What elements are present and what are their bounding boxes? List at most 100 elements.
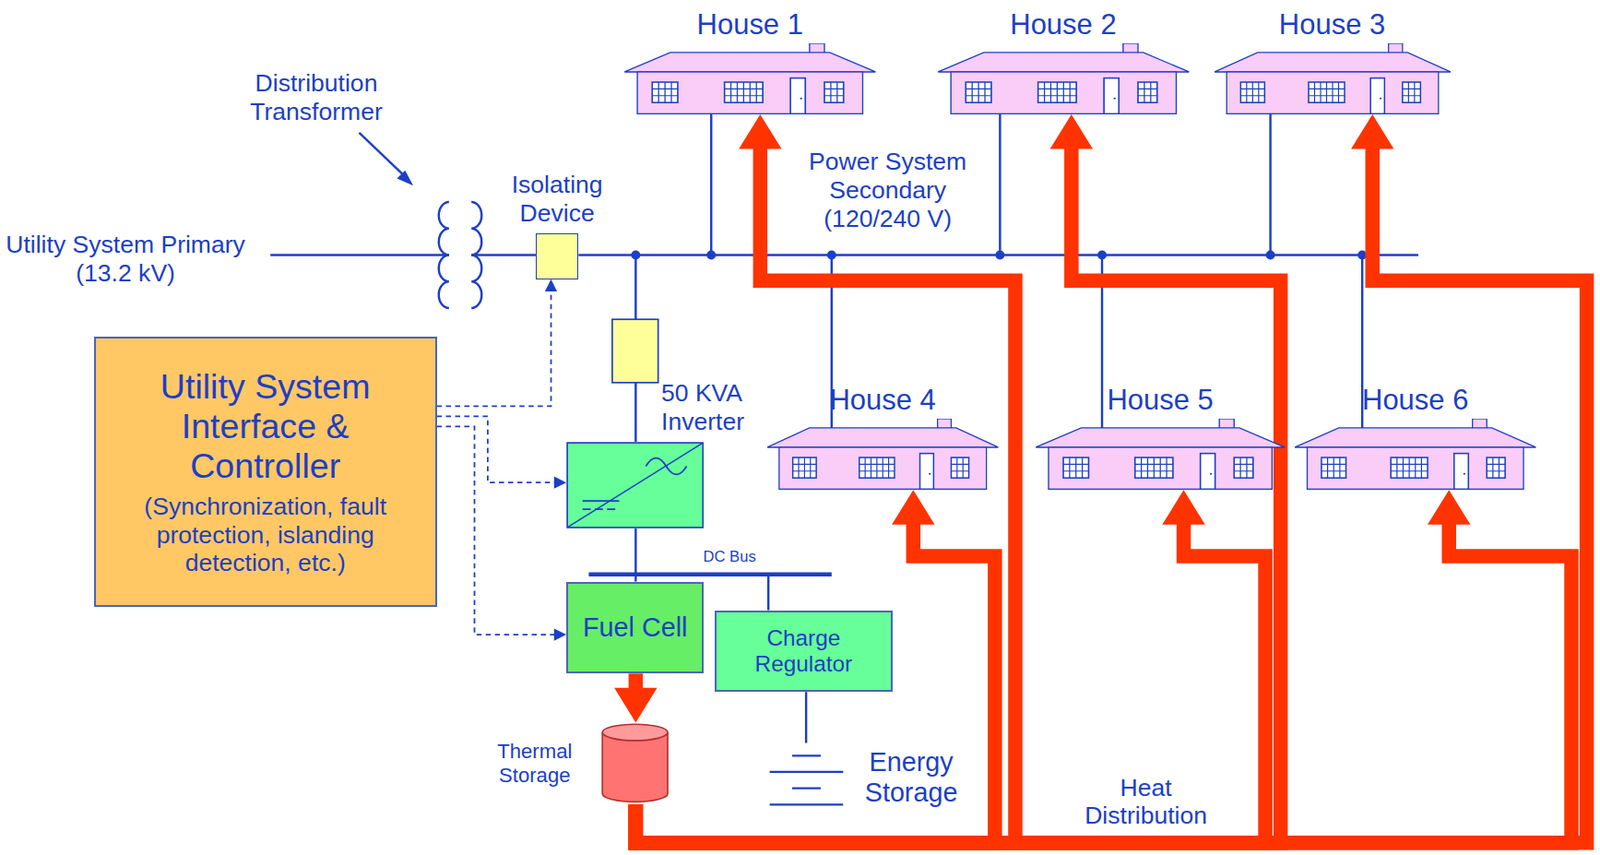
window-grid <box>1401 82 1421 103</box>
leader-arrowhead <box>396 170 414 187</box>
storage-label: Thermal Storage <box>477 739 593 787</box>
house-drawing <box>765 418 1000 490</box>
window <box>1233 457 1254 478</box>
charge-regulator-box: Charge Regulator <box>714 610 894 693</box>
connector-line <box>437 290 552 406</box>
window <box>1486 457 1506 478</box>
connector-line <box>635 523 995 843</box>
box-title: Utility System Interface & Controller <box>104 367 427 487</box>
house-drawing <box>1292 418 1539 490</box>
door <box>1454 452 1469 489</box>
box-title: Fuel Cell <box>576 612 695 643</box>
roof <box>937 52 1189 72</box>
window-grid <box>724 82 763 103</box>
inverter: 50 KVA Inverter <box>566 379 766 529</box>
connector-line <box>635 148 1280 843</box>
heat-arrowhead <box>1351 114 1394 150</box>
heat-pipe <box>635 489 1572 843</box>
window-grid <box>859 457 895 478</box>
window <box>859 457 895 478</box>
window <box>793 457 817 478</box>
heat-arrowhead <box>891 489 935 525</box>
battery-symbol <box>763 743 850 813</box>
primary-voltage-label: Utility System Primary (13.2 kV) <box>2 230 249 287</box>
secondary-voltage-label: Power System Secondary (120/240 V) <box>791 147 985 233</box>
house-label: House 6 <box>1287 383 1543 417</box>
window-grid <box>1137 82 1158 103</box>
window-grid <box>1240 82 1265 103</box>
window-grid <box>950 457 969 478</box>
window-grid <box>1321 457 1347 478</box>
connector-line <box>635 148 1587 843</box>
transformer-label: Distribution Transformer <box>219 69 414 126</box>
house: House 5 <box>1028 383 1292 490</box>
isolating-device: Isolating Device <box>497 170 617 280</box>
house-body <box>1048 447 1272 489</box>
window-grid <box>793 457 817 478</box>
house: House 3 <box>1207 8 1458 115</box>
breaker-box <box>612 319 659 383</box>
heat-label: Heat Distribution <box>1064 773 1228 830</box>
roof <box>1214 52 1451 72</box>
heat-arrowhead <box>1050 114 1093 150</box>
signal-arrowhead <box>554 476 567 489</box>
control-signal <box>437 426 568 640</box>
dc-symbol <box>582 500 620 510</box>
house-body <box>1226 71 1439 114</box>
window <box>1137 82 1158 103</box>
window <box>1401 82 1421 103</box>
connector-line <box>805 691 807 743</box>
wire <box>805 691 807 743</box>
signal-arrowhead <box>545 279 558 292</box>
thermal-storage: Thermal Storage <box>477 722 672 805</box>
window-grid <box>1233 457 1254 478</box>
house: House 1 <box>616 8 883 115</box>
energy-storage: Energy Storage <box>763 743 968 813</box>
storage-label: Energy Storage <box>854 746 968 808</box>
roof <box>1035 427 1285 448</box>
dc-bus <box>588 572 831 577</box>
signal-arrowhead <box>554 628 567 640</box>
window-grid <box>1135 457 1174 478</box>
house-body <box>950 71 1176 114</box>
inverter-symbol <box>566 441 704 529</box>
house-label: House 5 <box>1028 383 1292 417</box>
heat-arrowhead <box>1427 489 1470 525</box>
heat-arrowhead <box>1161 489 1205 525</box>
door-knob <box>799 96 802 99</box>
box-title: Charge Regulator <box>723 625 883 677</box>
door <box>1370 77 1385 114</box>
roof <box>624 52 876 72</box>
door-knob <box>1113 96 1115 99</box>
window <box>965 82 992 103</box>
house-label: House 1 <box>616 8 883 42</box>
window <box>1390 457 1428 478</box>
door <box>919 452 934 489</box>
connector-line <box>635 523 1572 843</box>
door-knob <box>1378 96 1381 99</box>
control-signal <box>437 279 558 407</box>
leader-line <box>358 132 408 180</box>
door-knob <box>1463 472 1466 475</box>
house-label: House 3 <box>1207 8 1458 42</box>
window-grid <box>1063 457 1089 478</box>
box-detail: (Synchronization, fault protection, isla… <box>104 492 427 578</box>
ac-wave <box>645 458 687 475</box>
house: House 2 <box>930 8 1197 115</box>
house: House 4 <box>759 383 1006 490</box>
connector-line <box>437 426 556 635</box>
house: House 6 <box>1287 383 1543 490</box>
house-body <box>637 71 863 114</box>
heat-arrowhead <box>614 687 657 723</box>
thermal-tank <box>600 722 670 805</box>
tank-top <box>602 724 668 742</box>
transformer-leads <box>440 253 536 256</box>
window <box>950 457 969 478</box>
window <box>1308 82 1345 103</box>
window <box>824 82 844 103</box>
window-grid <box>1037 82 1076 103</box>
controller-box: Utility System Interface & Controller(Sy… <box>94 336 438 607</box>
primary-wire <box>270 253 441 256</box>
